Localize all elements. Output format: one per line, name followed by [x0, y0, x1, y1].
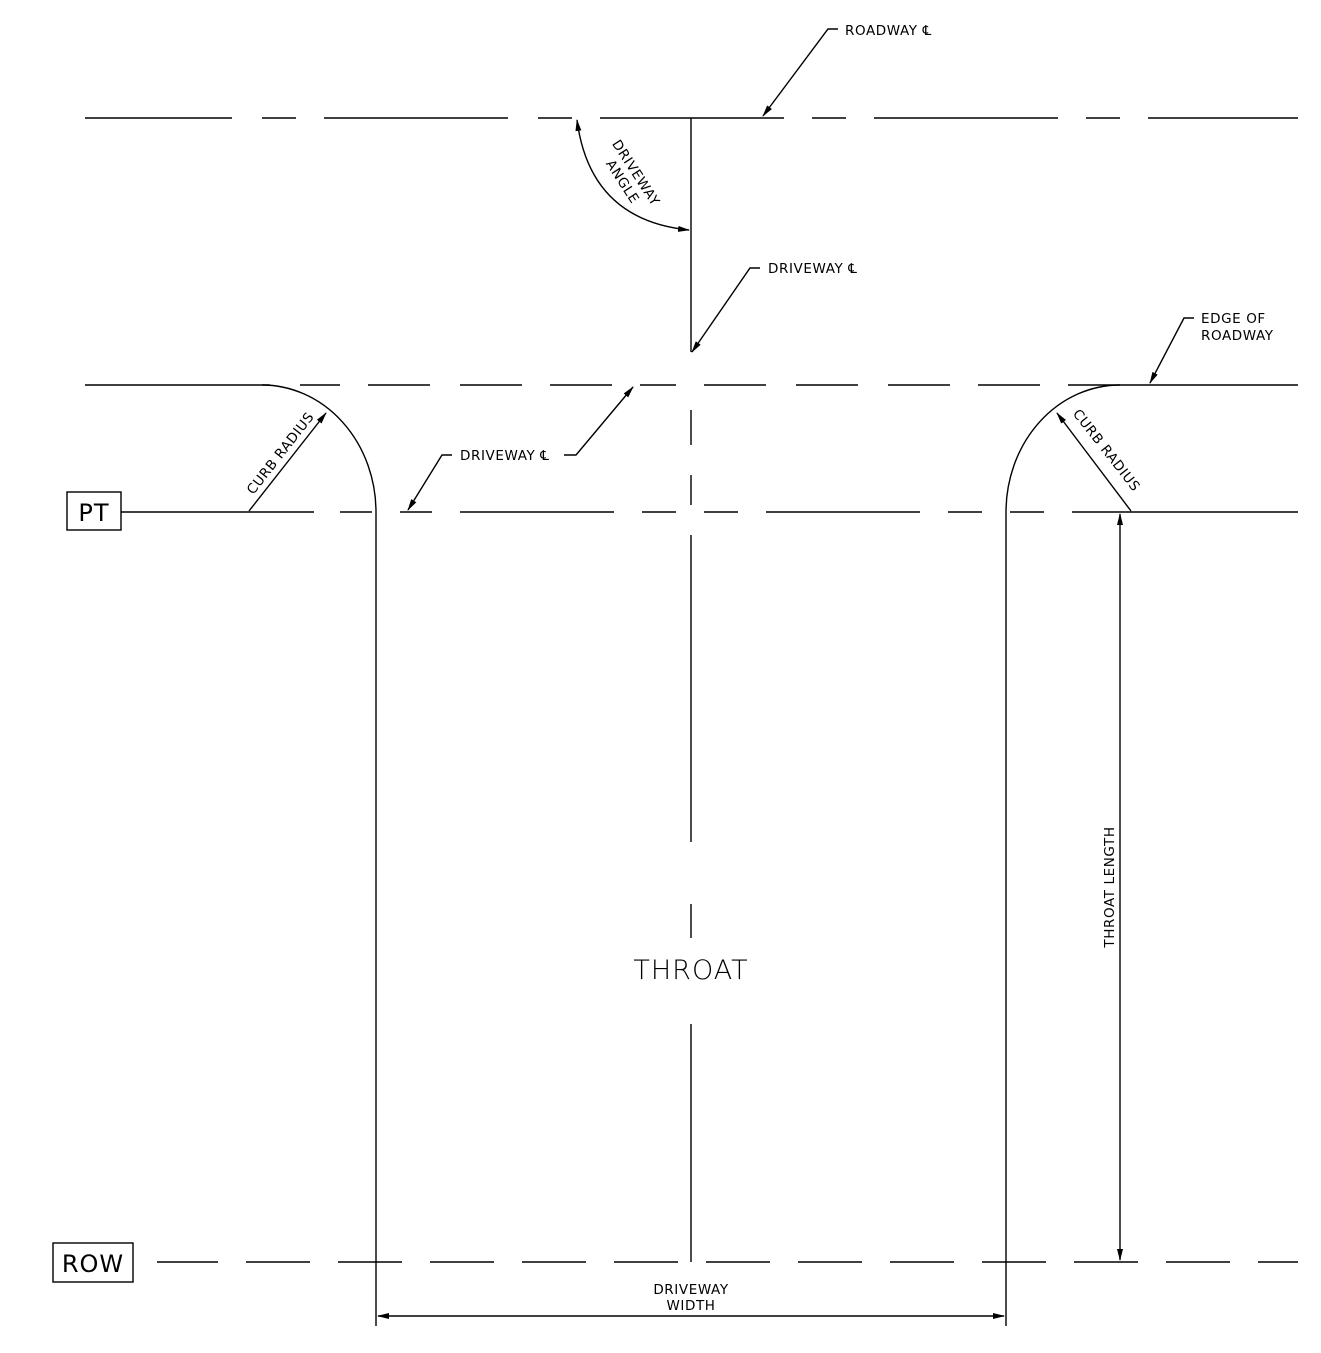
- driveway-width-label-line2: WIDTH: [666, 1298, 715, 1314]
- left-curb-line: [261, 384, 377, 1326]
- edge-of-roadway-label-line2: ROADWAY: [1201, 328, 1274, 344]
- edge-of-roadway-leader: [1149, 317, 1194, 384]
- curb-radius-right-leader: [1056, 412, 1132, 512]
- row-label: ROW: [62, 1250, 124, 1278]
- edge-of-roadway-label-line1: EDGE OF: [1201, 311, 1266, 327]
- throat-length-label: THROAT LENGTH: [1102, 826, 1118, 948]
- driveway-width-label-line1: DRIVEWAY: [653, 1282, 729, 1298]
- pt-box: [66, 491, 122, 531]
- roadway-cl-leader: [762, 28, 838, 117]
- throat-label: THROAT: [633, 955, 748, 986]
- row-box: [52, 1242, 134, 1283]
- pt-label: PT: [78, 499, 109, 527]
- roadway-cl-label: ROADWAY ℄: [845, 23, 932, 39]
- driveway-cl-lower-label: DRIVEWAY ℄: [460, 448, 550, 464]
- driveway-cl-lower-leader-right: [564, 386, 634, 456]
- curb-radius-right-label: CURB RADIUS: [1069, 406, 1143, 494]
- driveway-cl-upper-label: DRIVEWAY ℄: [768, 261, 858, 277]
- driveway-angle-arc: [575, 119, 690, 232]
- driveway-cl-lower-leader-left: [407, 454, 452, 511]
- right-curb-line: [1005, 384, 1121, 1326]
- driveway-cl-upper-leader: [691, 267, 760, 353]
- curb-radius-left-label: CURB RADIUS: [244, 409, 318, 497]
- curb-radius-left-leader: [248, 412, 327, 512]
